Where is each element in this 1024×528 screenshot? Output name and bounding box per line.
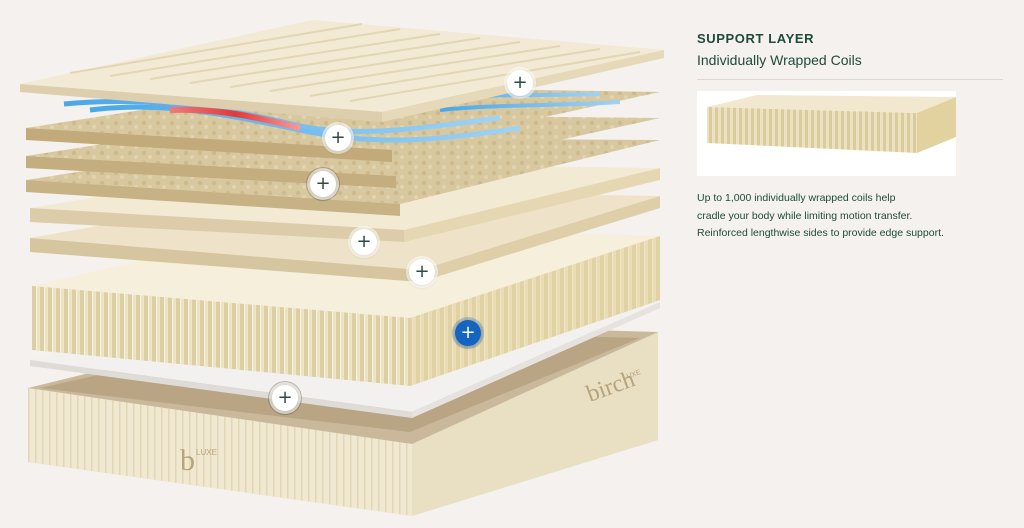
mattress-layer-diagram: birch LUXE b LUXE + + + + + + + — [20, 20, 664, 516]
mattress-illustration: birch LUXE b LUXE — [20, 20, 664, 516]
coil-layer-thumbnail — [697, 91, 956, 176]
front-logo-sup: LUXE — [196, 448, 217, 457]
description-line: Reinforced lengthwise sides to provide e… — [697, 227, 944, 239]
hotspot-cover[interactable]: + — [507, 70, 533, 96]
layer-title: Individually Wrapped Coils — [697, 52, 862, 68]
layer-label: SUPPORT LAYER — [697, 31, 815, 46]
hotspot-latex[interactable]: + — [351, 229, 377, 255]
description-line: Up to 1,000 individually wrapped coils h… — [697, 192, 896, 204]
hotspot-wool-2[interactable]: + — [310, 171, 336, 197]
divider — [697, 79, 1003, 80]
hotspot-base[interactable]: + — [272, 385, 298, 411]
layer-description: Up to 1,000 individually wrapped coils h… — [697, 190, 1003, 243]
description-line: cradle your body while limiting motion t… — [697, 209, 913, 222]
front-logo: b — [180, 444, 195, 477]
hotspot-support-coils[interactable]: + — [455, 320, 481, 346]
coil-thumbnail-image — [707, 95, 956, 153]
hotspot-latex-2[interactable]: + — [409, 259, 435, 285]
hotspot-wool[interactable]: + — [325, 125, 351, 151]
